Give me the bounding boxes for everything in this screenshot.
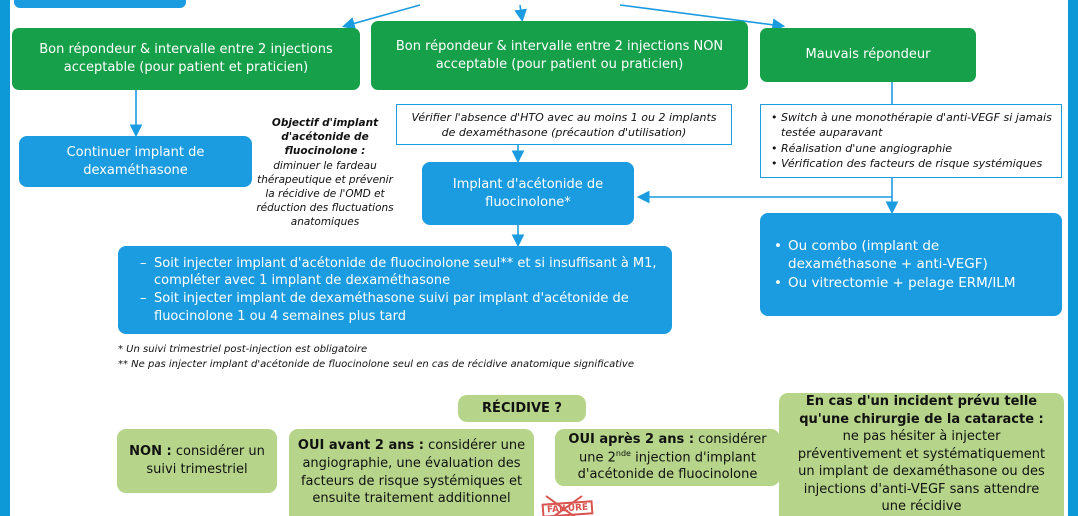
top-partial-box <box>14 0 186 8</box>
soit-item-text: Soit injecter implant de dexaméthasone s… <box>154 291 629 324</box>
option-item-1: • Ou combo (implant de dexaméthasone + an… <box>774 237 1048 273</box>
bon-non-acceptable-text: Bon répondeur & intervalle entre 2 injec… <box>395 38 724 72</box>
box-incident: En cas d'un incident prévu telle qu'une … <box>779 393 1064 516</box>
arrow-to-bon-non-acceptable <box>514 4 527 23</box>
mauvais-item-text: Réalisation d'une angiographie <box>781 141 953 155</box>
mauvais-item-marker: • <box>771 157 778 171</box>
oui-apres-text-before: considérer une 2 <box>578 432 767 465</box>
right-frame-bar <box>1068 0 1078 516</box>
implant-fluo-text: Implant d'acétonide de fluocinolone* <box>452 176 604 210</box>
box-options: • Ou combo (implant de dexaméthasone + an… <box>760 213 1062 316</box>
soit-item-text: Soit injecter implant d'acétonide de flu… <box>154 255 657 289</box>
incident-text: ne pas hésiter à injecter préventivement… <box>797 429 1046 515</box>
left-frame-bar <box>0 0 10 516</box>
oui-apres-label: OUI après 2 ans : <box>568 432 695 448</box>
option-item-2: • Ou vitrectomie + pelage ERM/ILM <box>774 274 1048 292</box>
box-oui-avant: OUI avant 2 ans : considérer une angiogr… <box>289 429 534 516</box>
arrow-to-mauvais <box>619 4 786 32</box>
footnote-2: ** Ne pas injecter implant d'acétonide d… <box>118 359 634 370</box>
objectif-side-text: Objectif d'implant d'acétonide de fluoci… <box>254 116 396 229</box>
failure-cross-icon <box>545 495 583 516</box>
failure-stamp: FAILURE <box>538 494 594 516</box>
box-continuer-implant: Continuer implant de dexaméthasone <box>19 136 252 187</box>
objectif-body: diminuer le fardeau thérapeutique et pré… <box>256 159 394 229</box>
oui-avant-label: OUI avant 2 ans : <box>297 438 424 454</box>
recidive-text: RÉCIDIVE ? <box>482 400 562 416</box>
mauvais-item-1: •Switch à une monothérapie d'anti-VEGF s… <box>771 110 1055 141</box>
mauvais-item-marker: • <box>771 111 778 124</box>
options-list: • Ou combo (implant de dexaméthasone + an… <box>774 237 1048 292</box>
soit-item-2: –Soit injecter implant de dexaméthasone … <box>140 290 658 325</box>
mauvais-item-3: •Vérification des facteurs de risque sys… <box>771 156 1055 171</box>
box-bon-non-acceptable: Bon répondeur & intervalle entre 2 injec… <box>371 21 748 90</box>
arrow-to-bon-acceptable <box>341 4 421 30</box>
mauvais-text: Mauvais répondeur <box>805 47 931 63</box>
verifier-text: Vérifier l'absence d'HTO avec au moins 1… <box>411 111 717 140</box>
note-mauvais-actions: •Switch à une monothérapie d'anti-VEGF s… <box>760 104 1062 178</box>
box-soit-injecter: –Soit injecter implant d'acétonide de fl… <box>118 246 672 334</box>
box-implant-fluocinolone: Implant d'acétonide de fluocinolone* <box>422 162 634 225</box>
continuer-text: Continuer implant de dexaméthasone <box>66 144 205 178</box>
box-bon-acceptable: Bon répondeur & intervalle entre 2 injec… <box>12 28 360 90</box>
box-mauvais-repondeur: Mauvais répondeur <box>760 28 976 82</box>
mauvais-item-2: •Réalisation d'une angiographie <box>771 141 1055 156</box>
oui-apres-text-after: injection d'implant d'acétonide de fluoc… <box>577 449 758 483</box>
option-item-marker: • <box>774 238 782 255</box>
soit-list: –Soit injecter implant d'acétonide de fl… <box>140 255 658 325</box>
box-recidive: RÉCIDIVE ? <box>458 395 586 422</box>
box-oui-apres: OUI après 2 ans : considérer une 2nde in… <box>555 429 780 486</box>
objectif-title: Objectif d'implant d'acétonide de fluoci… <box>271 117 379 158</box>
mauvais-action-list: •Switch à une monothérapie d'anti-VEGF s… <box>771 110 1055 172</box>
soit-item-marker: – <box>140 291 147 306</box>
box-non: NON : considérer un suivi trimestriel <box>117 429 277 493</box>
note-verifier-hto: Vérifier l'absence d'HTO avec au moins 1… <box>396 104 732 145</box>
mauvais-item-marker: • <box>771 141 778 155</box>
non-text: considérer un suivi trimestriel <box>146 444 265 477</box>
oui-avant-text: considérer une angiographie, une évaluat… <box>300 438 526 507</box>
option-item-marker: • <box>774 274 782 291</box>
oui-apres-sup: nde <box>615 448 631 458</box>
mauvais-item-text: Vérification des facteurs de risque syst… <box>781 157 1043 171</box>
option-item-text: Ou combo (implant de dexaméthasone + ant… <box>788 238 988 273</box>
bon-acceptable-text: Bon répondeur & intervalle entre 2 injec… <box>39 42 333 75</box>
footnote-1: * Un suivi trimestriel post-injection es… <box>118 344 368 355</box>
non-label: NON : <box>129 444 172 460</box>
incident-label: En cas d'un incident prévu telle qu'une … <box>799 394 1044 427</box>
soit-item-1: –Soit injecter implant d'acétonide de fl… <box>140 255 658 290</box>
option-item-text: Ou vitrectomie + pelage ERM/ILM <box>788 274 1016 291</box>
soit-item-marker: – <box>140 255 147 271</box>
mauvais-item-text: Switch à une monothérapie d'anti-VEGF si… <box>781 111 1052 140</box>
